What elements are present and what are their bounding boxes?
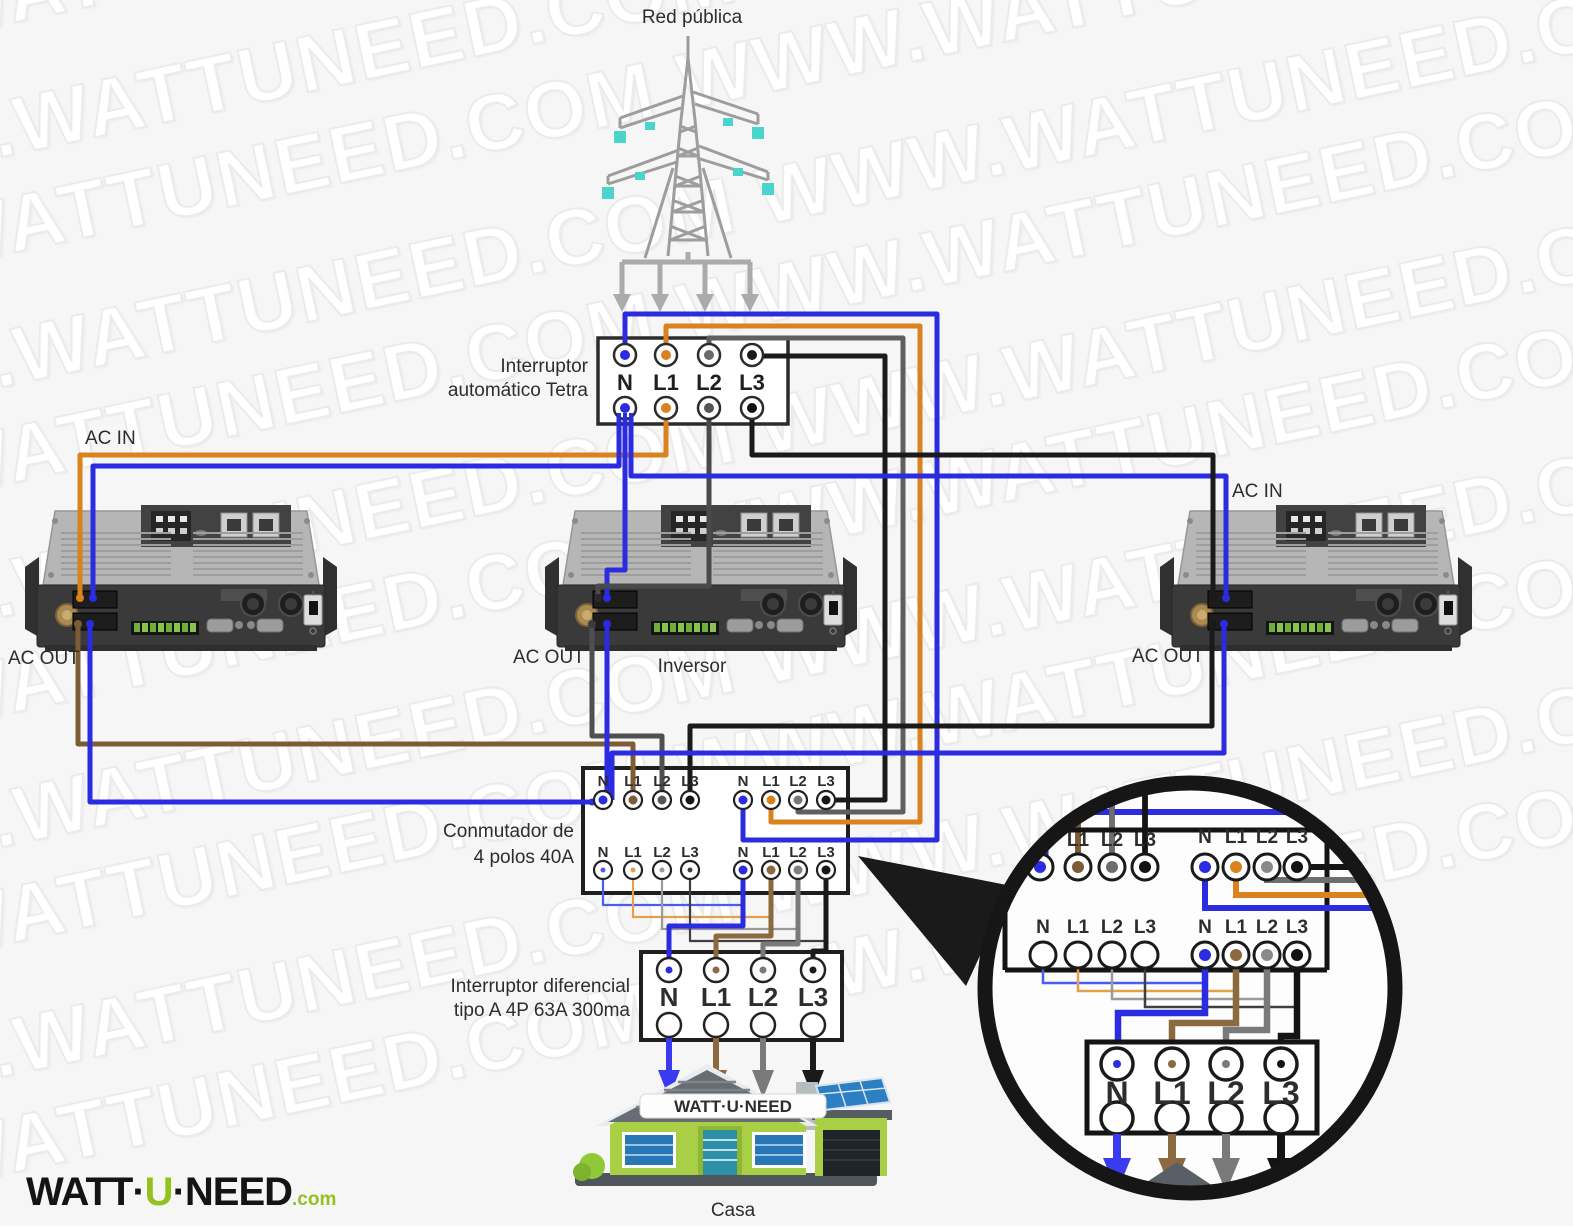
switch-bot-l2b: L2: [789, 844, 807, 861]
breaker-label-l1: L1: [653, 370, 679, 395]
wire-rcd-l1: [713, 879, 774, 958]
lens-bot-l2: L2: [1101, 917, 1123, 938]
lens-bot-n2: N: [1198, 917, 1212, 938]
wire-grid-neutral: [622, 311, 940, 843]
lens-bot-l3: L3: [1134, 917, 1156, 938]
lens-top-l1b: L1: [1225, 827, 1248, 848]
logo-u: U: [144, 1170, 174, 1214]
switch-top-l1b: L1: [762, 773, 780, 790]
logo-tld: .com: [292, 1189, 337, 1210]
wire-acout-l2-middle: [589, 626, 665, 800]
changeover-switch-box: [581, 766, 850, 895]
switch-label-line2: 4 polos 40A: [474, 847, 575, 868]
breaker-label-line1: Interruptor: [500, 356, 588, 377]
breaker-label-l2: L2: [696, 370, 722, 395]
wire-acout-l3-right: [687, 626, 1215, 800]
lens-top-l3b: L3: [1286, 827, 1308, 848]
rcd-label-l2: L2: [748, 982, 778, 1012]
switch-terminals: [592, 789, 837, 881]
lens-rcd-l2: L2: [1207, 1075, 1244, 1111]
rcd-label-line1: Interruptor diferencial: [450, 976, 630, 997]
wire-acin-l2-middle: [595, 408, 712, 600]
wire-acin-l1-left: [77, 408, 669, 600]
switch-top-n: N: [598, 773, 609, 790]
lens-rcd-n: N: [1105, 1075, 1128, 1111]
switch-bot-n2: N: [738, 844, 749, 861]
lens-bot-l3b: L3: [1286, 917, 1308, 938]
switch-terminal-labels: N L1 L2 L3 N L1 L2 L3 N L1 L2 L3 N L1 L2…: [598, 773, 835, 861]
switch-bot-l2: L2: [653, 844, 671, 861]
switch-bot-l1: L1: [624, 844, 642, 861]
wire-acin-n-right: [628, 408, 1229, 600]
lens-top-l2: L2: [1101, 830, 1123, 851]
lens-top-l3: L3: [1134, 830, 1156, 851]
lens-bot-l1: L1: [1067, 917, 1090, 938]
breaker-terminals: [612, 342, 765, 424]
switch-top-l1: L1: [624, 773, 642, 790]
lens-bot-n: N: [1036, 917, 1050, 938]
wire-acin-n-left: [90, 408, 622, 600]
rcd-label-n: N: [660, 982, 679, 1012]
rcd-label-line2: tipo A 4P 63A 300ma: [454, 1000, 631, 1021]
wire-rcd-l3: [810, 879, 829, 958]
lens-bot-l2b: L2: [1256, 917, 1278, 938]
magnifier-pointer: [858, 856, 1012, 986]
logo-need: NEED: [184, 1170, 293, 1214]
lens-top-l1: L1: [1067, 830, 1090, 851]
wire-acin-n-middle: [604, 408, 628, 600]
switch-label-line1: Conmutador de: [443, 821, 574, 842]
rcd-terminal-labels: N L1 L2 L3: [660, 982, 829, 1012]
switch-top-l3: L3: [681, 773, 699, 790]
switch-bot-n: N: [598, 844, 609, 861]
wire-grid-l3: [752, 353, 888, 803]
grid-feed-arrows: [613, 252, 759, 312]
wire-grid-l1: [663, 323, 923, 825]
lens-top-l2b: L2: [1256, 827, 1278, 848]
switch-bot-l1b: L1: [762, 844, 780, 861]
logo-watt: WATT: [26, 1170, 133, 1214]
grid-label: Red pública: [642, 7, 743, 28]
rcd-terminals: [655, 956, 827, 1039]
wire-acout-n-left: [87, 626, 603, 805]
switch-top-l2b: L2: [789, 773, 807, 790]
inverter-terminal-dots: [74, 594, 1230, 806]
logo-dot1: ·: [132, 1170, 145, 1214]
wire-rcd-n: [666, 879, 746, 958]
switch-bot-l3b: L3: [817, 844, 835, 861]
wire-acout-n-right: [609, 626, 1227, 800]
inverter-left: [24, 504, 338, 652]
ac-in-label-left: AC IN: [85, 428, 136, 449]
house-label: Casa: [711, 1200, 756, 1221]
inverter-label: Inversor: [658, 656, 727, 677]
rcd-label-l3: L3: [798, 982, 828, 1012]
rcd-label-l1: L1: [701, 982, 731, 1012]
magnifier-ring: [977, 775, 1403, 1201]
breaker-terminal-labels: N L1 L2 L3: [617, 370, 765, 395]
logo-dot2: ·: [172, 1170, 186, 1214]
switch-top-n2: N: [738, 773, 749, 790]
breaker-label-n: N: [617, 370, 633, 395]
wire-acin-l3-right: [749, 408, 1216, 600]
breaker-label-l3: L3: [739, 370, 765, 395]
breaker-label-line2: automático Tetra: [448, 380, 589, 401]
lens-top-n2: N: [1198, 827, 1212, 848]
ac-out-label-right: AC OUT: [1132, 646, 1204, 667]
power-pylon-icon: [602, 36, 774, 259]
lens-rcd-l3: L3: [1262, 1075, 1299, 1111]
wire-rcd-l2: [760, 879, 801, 958]
switch-top-l2: L2: [653, 773, 671, 790]
ac-out-label-left: AC OUT: [8, 648, 80, 669]
house-sign: WATT·U·NEED: [674, 1097, 792, 1116]
lens-rcd-l1: L1: [1153, 1075, 1190, 1111]
wattuneed-logo: WATT·U·NEED.com: [26, 1172, 336, 1212]
magnifier-content: L1 L2 L3 N L1 L2 L3 N L1 L2 L3 N L1 L2 L…: [992, 790, 1388, 1186]
house-icon: WATT·U·NEED: [573, 1064, 892, 1186]
switch-bot-l3: L3: [681, 844, 699, 861]
inverter-right: [1159, 504, 1473, 652]
ac-out-label-middle: AC OUT: [513, 647, 585, 668]
ac-in-label-right: AC IN: [1232, 481, 1283, 502]
lens-bot-l1b: L1: [1225, 917, 1248, 938]
switch-top-l3b: L3: [817, 773, 835, 790]
wire-acout-l1-left: [75, 626, 636, 800]
